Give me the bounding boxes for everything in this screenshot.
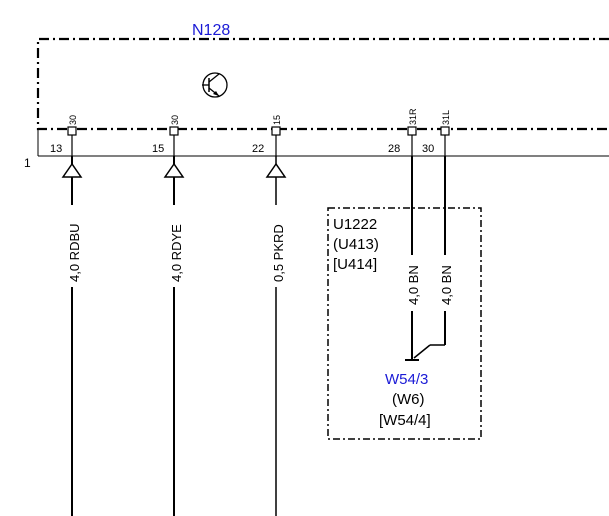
wire-label: 4,0 RDBU — [67, 223, 82, 282]
connector-box-boundary — [327, 207, 482, 440]
wire-label: 4,0 BN — [406, 265, 421, 305]
pin-15: 30 15 — [152, 115, 180, 156]
pin-number: 15 — [152, 143, 164, 155]
pin-number: 13 — [50, 143, 62, 155]
wire-bn-28: 4,0 BN — [403, 156, 421, 360]
pin-terminal-label: 31R — [408, 108, 418, 125]
pin-number: 30 — [422, 143, 434, 155]
ground-alt-name: (W6) — [392, 391, 425, 408]
pin-13: 30 13 — [50, 115, 78, 156]
pin-30: 31L 30 — [422, 110, 451, 156]
arrow-up-icon — [163, 162, 185, 178]
pin-terminal-label: 31L — [441, 110, 451, 125]
module-name: N128 — [192, 22, 230, 39]
ground-point-w54-3: W54/3 (W6) [W54/4] — [379, 359, 431, 429]
row-number: 1 — [24, 156, 31, 170]
wire-label: 4,0 RDYE — [169, 224, 184, 282]
connector-box-line: [U414] — [333, 256, 377, 273]
pin-22: 15 22 — [252, 115, 282, 156]
wire-rdbu: 4,0 RDBU — [61, 156, 83, 516]
pin-28: 31R 28 — [388, 108, 418, 156]
wire-rdye: 4,0 RDYE — [163, 156, 185, 516]
arrow-up-icon — [61, 162, 83, 178]
wire-label: 4,0 BN — [439, 265, 454, 305]
arrow-up-icon — [265, 162, 287, 178]
ground-alt-name: [W54/4] — [379, 412, 431, 429]
ground-name: W54/3 — [385, 371, 428, 388]
wire-pkrd: 0,5 PKRD — [265, 156, 287, 516]
pin-number: 22 — [252, 143, 264, 155]
pin-terminal-label: 15 — [272, 115, 282, 125]
module-boundary — [36, 37, 609, 131]
connector-box-line: (U413) — [333, 236, 379, 253]
module-n128: N128 — [36, 22, 609, 131]
pin-terminal-label: 30 — [68, 115, 78, 125]
connector-box-line: U1222 — [333, 216, 377, 233]
pin-terminal-label: 30 — [170, 115, 180, 125]
pin-number: 28 — [388, 143, 400, 155]
connector-box-u1222: U1222 (U413) [U414] — [327, 207, 482, 440]
transistor-icon — [202, 72, 228, 98]
wire-label: 0,5 PKRD — [271, 224, 286, 282]
wire-bn-30: 4,0 BN — [413, 156, 454, 359]
